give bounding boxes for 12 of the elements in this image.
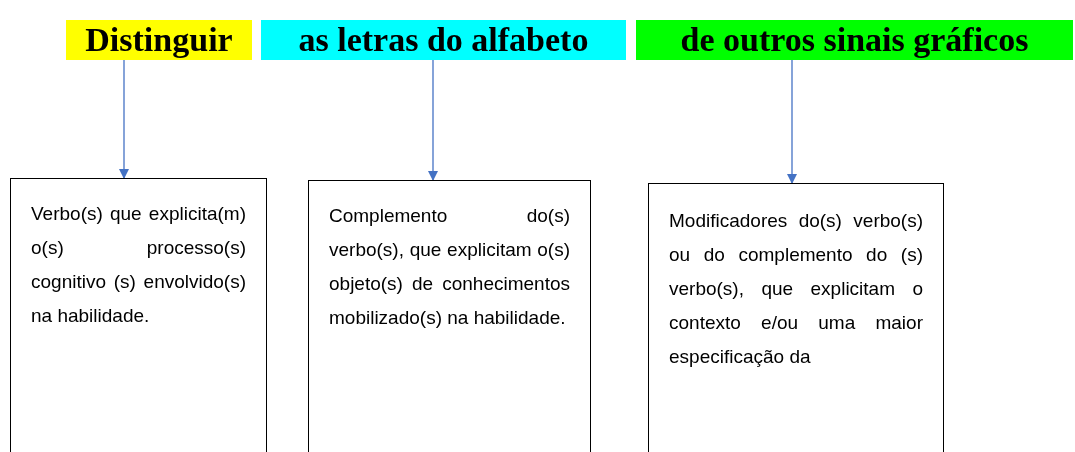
arrow [428,59,438,181]
highlighted-heading: de outros sinais gráficos [636,20,1073,60]
text-box [10,178,267,452]
box-text: Modificadores do(s) verbo(s) ou do complemento do (s) verbo(s), que explicitam o contexto e/ou uma maior especificação da [669,209,923,369]
text-box [308,180,591,452]
box-text: Verbo(s) que explicita(m) o(s) processo(s) cognitivo (s) envolvido(s) na habilidade. [31,202,246,328]
highlighted-heading: Distinguir [66,20,252,60]
arrow [787,59,797,184]
text-box [648,183,944,452]
box-text: Complemento do(s) verbo(s), que explicitam o(s) objeto(s) de conhecimentos mobilizado(s) na habilidade. [329,204,570,330]
arrow [119,59,129,179]
highlighted-heading: as letras do alfabeto [261,20,626,60]
